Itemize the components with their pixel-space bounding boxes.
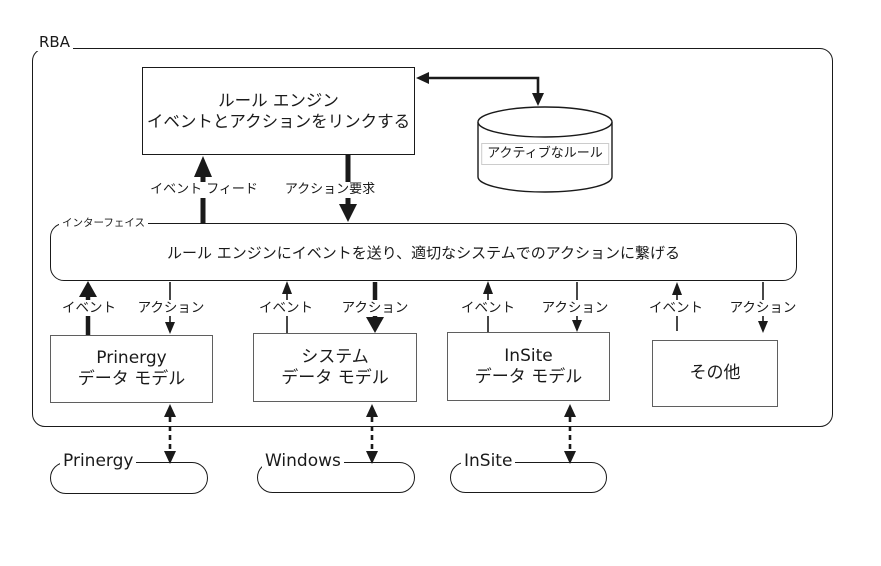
system-label-insite: InSite	[461, 451, 516, 472]
model-box-system: システム データ モデル	[253, 333, 417, 402]
action-label: アクション	[338, 300, 412, 317]
active-rules-label: アクティブなルール	[481, 143, 609, 165]
rule-engine-title: ルール エンジン	[218, 91, 339, 110]
action-label: アクション	[726, 300, 800, 317]
action-request-label: アクション要求	[281, 182, 379, 198]
event-label: イベント	[458, 300, 518, 317]
model-box-subtitle: データ モデル	[474, 366, 583, 387]
model-box-subtitle: データ モデル	[281, 367, 389, 388]
system-label-prinergy: Prinergy	[60, 451, 137, 472]
rba-container	[32, 48, 833, 427]
model-box-title: システム	[301, 346, 369, 367]
action-label: アクション	[538, 300, 612, 317]
event-label: イベント	[646, 300, 706, 317]
interface-box: ルール エンジンにイベントを送り、適切なシステムでのアクションに繋げる	[50, 223, 797, 281]
model-box-prinergy: Prinergy データ モデル	[50, 335, 213, 403]
interface-description: ルール エンジンにイベントを送り、適切なシステムでのアクションに繋げる	[167, 243, 680, 262]
rba-label: RBA	[36, 33, 73, 51]
model-box-other: その他	[652, 340, 778, 407]
rule-engine-box: ルール エンジン イベントとアクションをリンクする	[142, 67, 415, 155]
system-label-windows: Windows	[262, 451, 344, 472]
model-box-title: InSite	[504, 345, 553, 366]
interface-label: インターフェイス	[59, 217, 149, 230]
model-box-title: その他	[689, 363, 741, 383]
action-label: アクション	[134, 300, 208, 317]
event-feed-label: イベント フィード	[147, 182, 261, 198]
rule-engine-subtitle: イベントとアクションをリンクする	[146, 112, 411, 131]
event-label: イベント	[256, 300, 316, 317]
model-box-insite: InSite データ モデル	[447, 332, 610, 401]
model-box-subtitle: データ モデル	[77, 369, 186, 389]
event-label: イベント	[59, 300, 119, 317]
model-box-title: Prinergy	[96, 348, 167, 368]
